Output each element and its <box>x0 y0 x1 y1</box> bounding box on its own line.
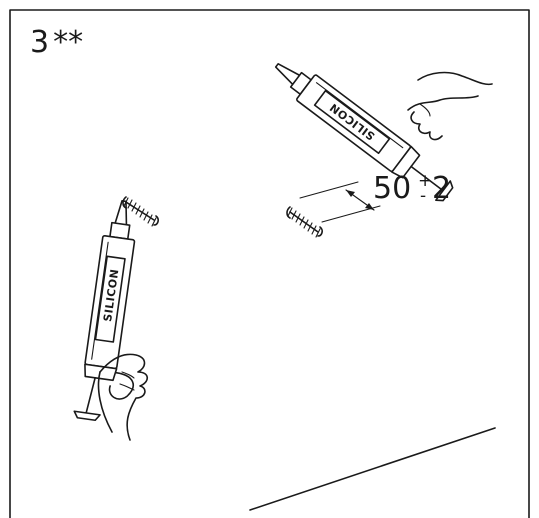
plunger-rod-left <box>85 377 96 414</box>
silicone-bead-left <box>122 196 159 227</box>
silicone-gun-left: SILICON <box>73 196 159 441</box>
silicone-gun-right: SILICON <box>274 63 493 238</box>
plunger-cap-left <box>73 410 101 422</box>
cartridge-inner-line <box>91 241 109 360</box>
hand-right-fingers <box>410 111 443 141</box>
cartridge-inner-line-right <box>315 82 404 149</box>
dimension-tolerance: 2 <box>432 171 451 206</box>
dimension-extension-2 <box>299 181 359 199</box>
hand-left-palm <box>97 371 113 433</box>
hand-left-finger-2 <box>119 383 135 391</box>
hand-right-mid <box>407 95 479 111</box>
dimension-arrow-2 <box>365 203 374 210</box>
silicone-bead-right <box>286 206 323 238</box>
plunger-rod-right <box>410 165 444 192</box>
hand-right-finger-line <box>419 103 431 117</box>
dimension-value: 50 <box>373 171 411 206</box>
dimension-annotation: 50 + - 2 <box>373 171 451 206</box>
gun-head-right <box>391 145 421 179</box>
label-band-right <box>313 89 391 155</box>
hand-left-finger-1 <box>121 371 135 379</box>
label-band-left <box>94 255 126 343</box>
dimension-plus: + <box>418 171 432 191</box>
hand-left <box>99 353 149 441</box>
plunger-cap-right <box>435 180 454 202</box>
hand-right-top <box>417 71 493 86</box>
dimension-minus: - <box>420 186 426 206</box>
panel-border <box>9 9 530 518</box>
trigger-left <box>108 371 135 400</box>
step-number: 3** <box>30 25 83 60</box>
dimension-arrow-1 <box>346 190 355 197</box>
surface-edge-line <box>249 427 496 511</box>
